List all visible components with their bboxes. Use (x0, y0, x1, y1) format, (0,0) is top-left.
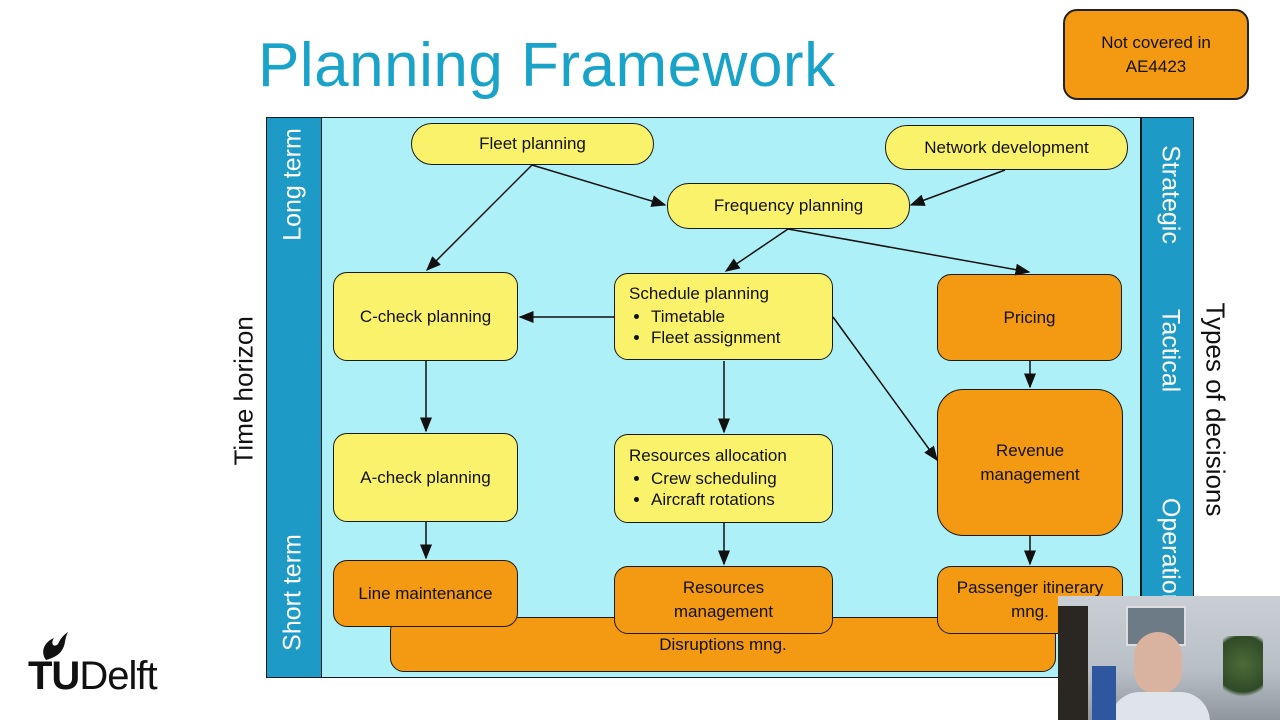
short-term-label: Short term (278, 534, 307, 651)
passenger-itinerary-label: Passenger itinerary mng. (956, 578, 1104, 621)
schedule-planning-title: Schedule planning (629, 284, 769, 303)
logo-tu: TU (28, 654, 80, 698)
legend-not-covered: Not covered in AE4423 (1063, 9, 1249, 100)
timetable-item: Timetable (651, 307, 780, 327)
frequency-planning-label: Frequency planning (713, 196, 864, 215)
presenter-webcam (1058, 596, 1280, 720)
flame-icon (43, 632, 68, 660)
revenue-management-label: Revenue management (980, 440, 1080, 484)
presenter-head (1134, 632, 1182, 694)
plant (1223, 636, 1263, 706)
resources-allocation-node: Resources allocation Crew scheduling Air… (614, 434, 833, 523)
pricing-label: Pricing (1003, 307, 1056, 327)
revenue-management-node: Revenue management (937, 389, 1123, 536)
c-check-planning-node: C-check planning (333, 272, 518, 361)
slide-title: Planning Framework (258, 31, 836, 100)
a-check-label: A-check planning (360, 467, 491, 487)
resources-management-node: Resources management (614, 566, 833, 634)
chair (1092, 666, 1116, 720)
crew-scheduling-item: Crew scheduling (651, 469, 777, 489)
types-of-decisions-label: Types of decisions (1200, 302, 1231, 517)
resources-allocation-list: Crew scheduling Aircraft rotations (629, 468, 777, 511)
resources-allocation-title: Resources allocation (629, 446, 787, 465)
strategic-label: Strategic (1156, 145, 1185, 244)
long-term-label: Long term (278, 128, 307, 241)
logo-delft: Delft (79, 654, 157, 698)
decision-type-bar: Strategic Tactical Operational (1141, 117, 1194, 678)
time-horizon-label: Time horizon (228, 316, 259, 466)
tactical-label: Tactical (1156, 308, 1185, 393)
fleet-planning-node: Fleet planning (411, 123, 654, 165)
legend-text: Not covered in AE4423 (1101, 32, 1211, 76)
frequency-planning-node: Frequency planning (667, 183, 910, 229)
time-horizon-bar: Long term Short term (266, 117, 322, 678)
line-maintenance-label: Line maintenance (358, 583, 493, 603)
a-check-planning-node: A-check planning (333, 433, 518, 522)
fleet-assignment-item: Fleet assignment (651, 328, 780, 348)
disruptions-label: Disruptions mng. (659, 635, 787, 654)
network-development-label: Network development (924, 137, 1089, 157)
schedule-planning-list: Timetable Fleet assignment (629, 306, 780, 349)
schedule-planning-node: Schedule planning Timetable Fleet assign… (614, 273, 833, 360)
fleet-planning-label: Fleet planning (479, 134, 586, 153)
network-development-node: Network development (885, 125, 1128, 170)
aircraft-rotations-item: Aircraft rotations (651, 490, 777, 510)
resources-management-label: Resources management (673, 578, 774, 621)
presenter-body (1110, 692, 1210, 720)
pricing-node: Pricing (937, 274, 1122, 361)
line-maintenance-node: Line maintenance (333, 560, 518, 627)
c-check-label: C-check planning (359, 306, 492, 326)
bookshelf (1058, 606, 1088, 720)
